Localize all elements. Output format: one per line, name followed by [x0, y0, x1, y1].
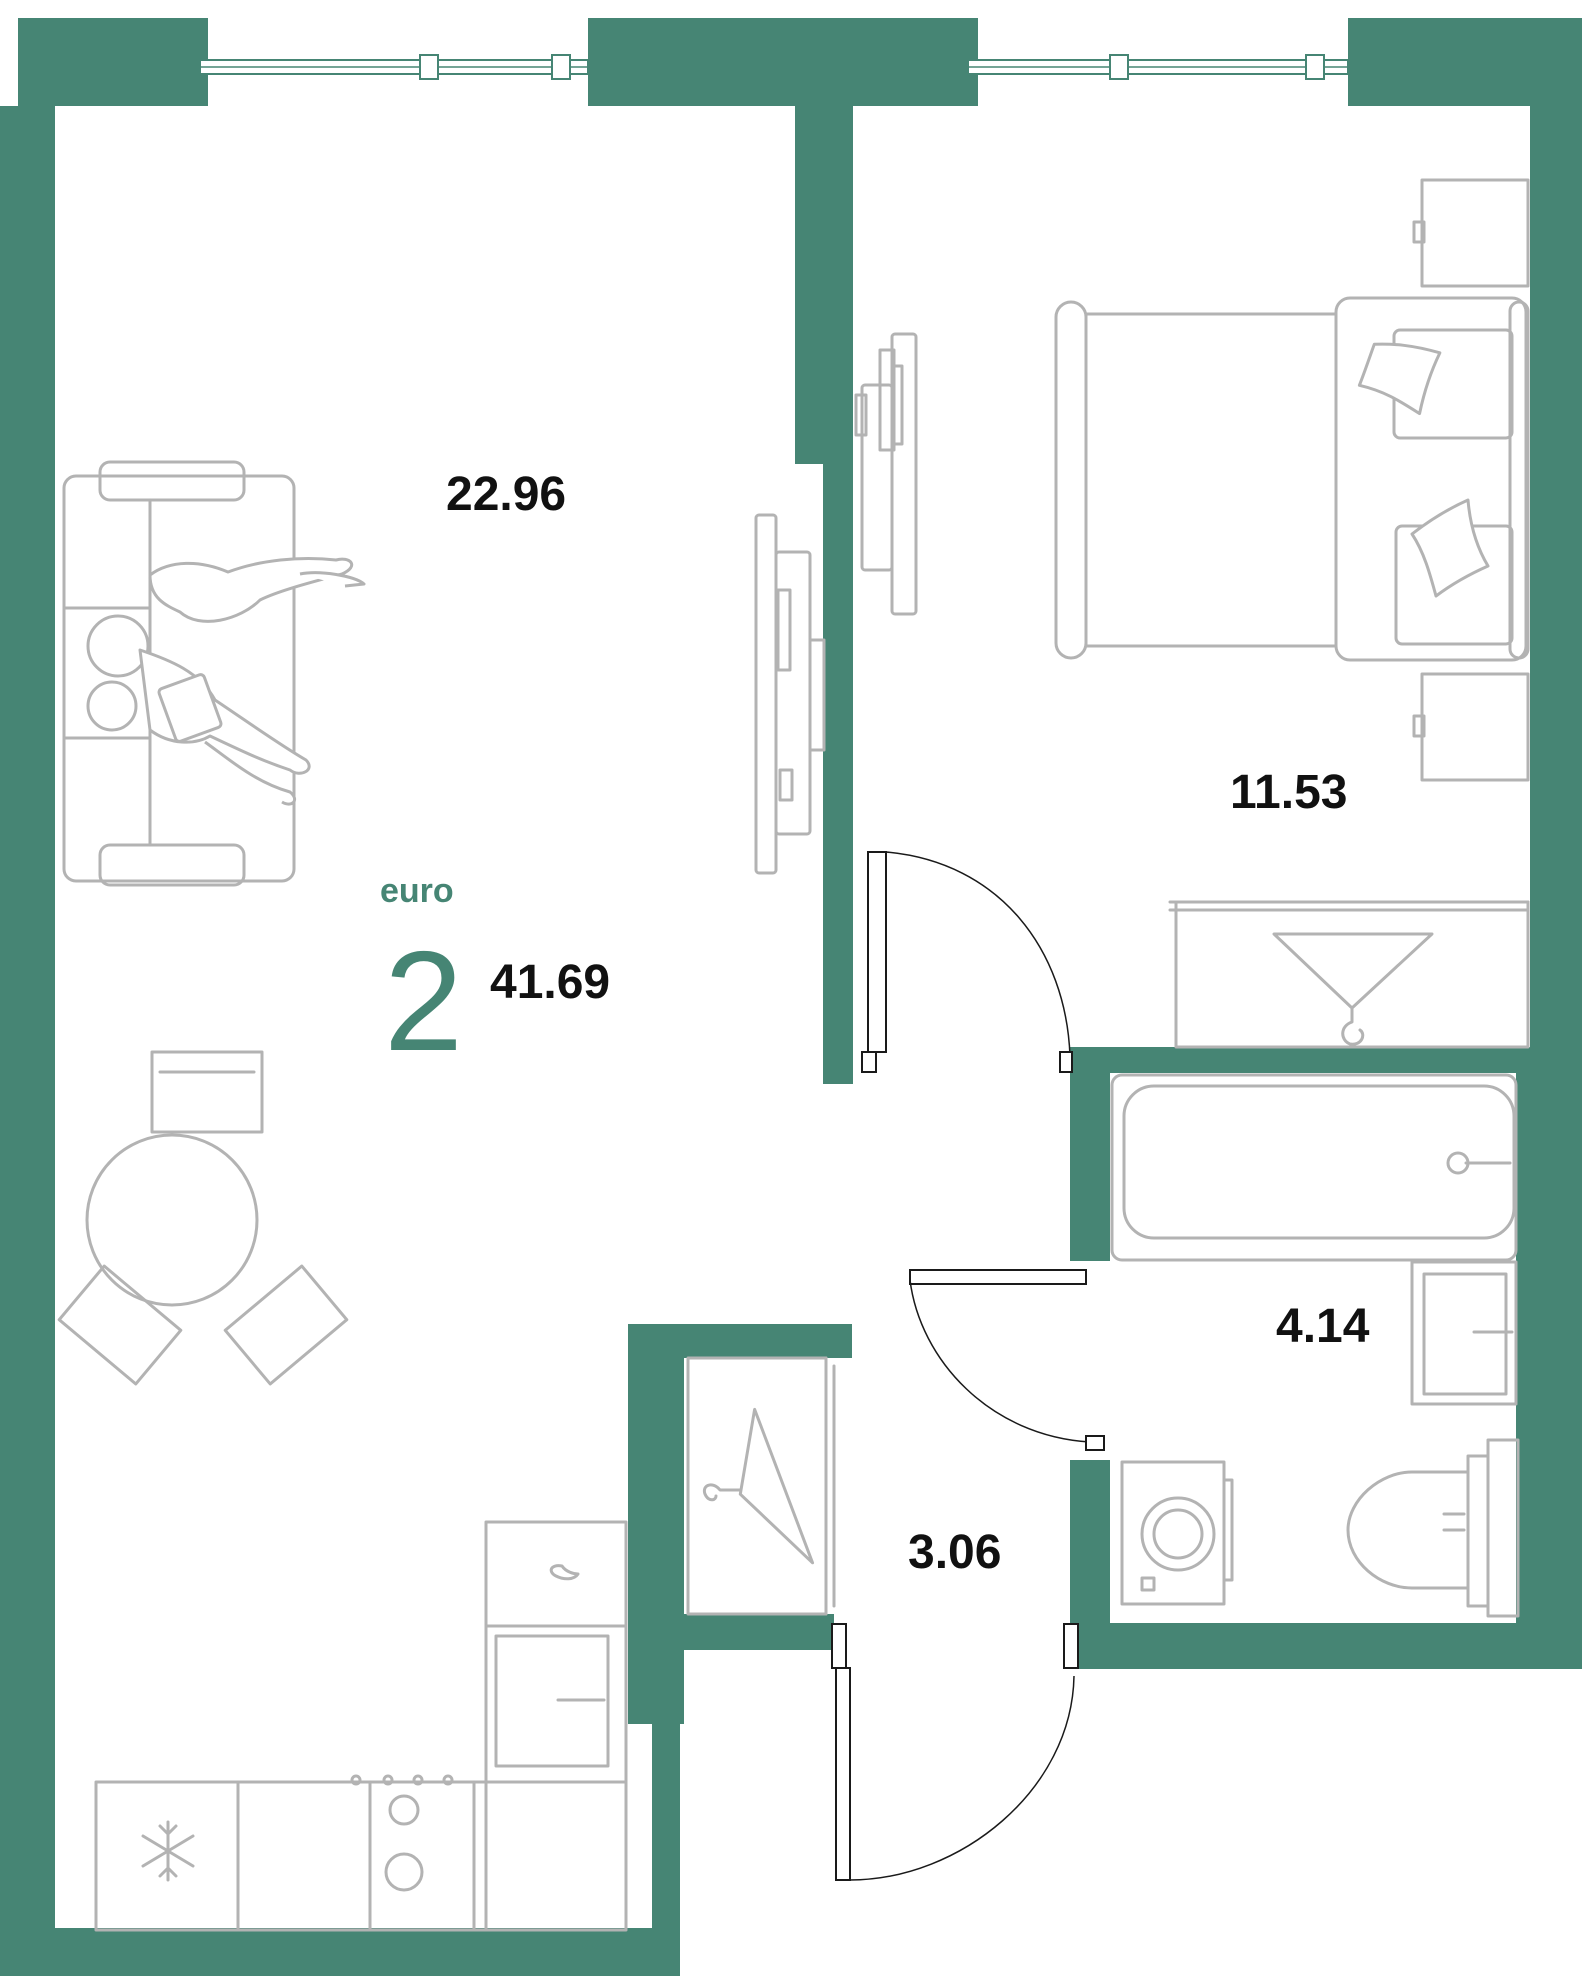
- chair-icon: [223, 1264, 349, 1386]
- people-icon: [86, 557, 366, 806]
- room-area-hallway: 3.06: [908, 1526, 1001, 1579]
- chair-icon: [57, 1264, 183, 1386]
- room-count: 2: [384, 922, 463, 1081]
- wardrobe-icon: [686, 1356, 836, 1616]
- door-icon: [861, 851, 1073, 1073]
- wardrobe-icon: [1168, 900, 1530, 1049]
- fridge-snowflake-icon: [141, 1820, 195, 1882]
- bathtub-icon: [1110, 1073, 1518, 1262]
- door-icon: [831, 1623, 1079, 1881]
- nightstand-icon: [1412, 672, 1530, 782]
- door-icon: [909, 1269, 1105, 1451]
- hanger-icon: [1272, 932, 1434, 1046]
- total-area: 41.69: [490, 956, 610, 1009]
- nightstand-icon: [1412, 178, 1530, 288]
- pillow-icon: [1357, 342, 1490, 598]
- walls: [0, 18, 1582, 1976]
- washing-machine-icon: [1120, 1460, 1234, 1606]
- toilet-icon: [1346, 1438, 1520, 1618]
- window-icon: [199, 54, 589, 80]
- unit-type-label: euro: [380, 872, 454, 910]
- tv-icon: [754, 513, 826, 875]
- bed-icon: [1054, 296, 1530, 662]
- kitchen-icon: [94, 1520, 628, 1932]
- tv-icon: [854, 332, 918, 616]
- sink-icon: [1410, 1260, 1518, 1406]
- stove-icon: [350, 1774, 454, 1892]
- room-area-bedroom: 11.53: [1230, 766, 1347, 819]
- chair-icon: [150, 1050, 264, 1134]
- dining-table-icon: [85, 1133, 259, 1307]
- room-area-living: 22.96: [446, 468, 566, 521]
- hanger-icon: [703, 1407, 815, 1565]
- room-area-bathroom: 4.14: [1276, 1300, 1370, 1353]
- window-icon: [967, 54, 1349, 80]
